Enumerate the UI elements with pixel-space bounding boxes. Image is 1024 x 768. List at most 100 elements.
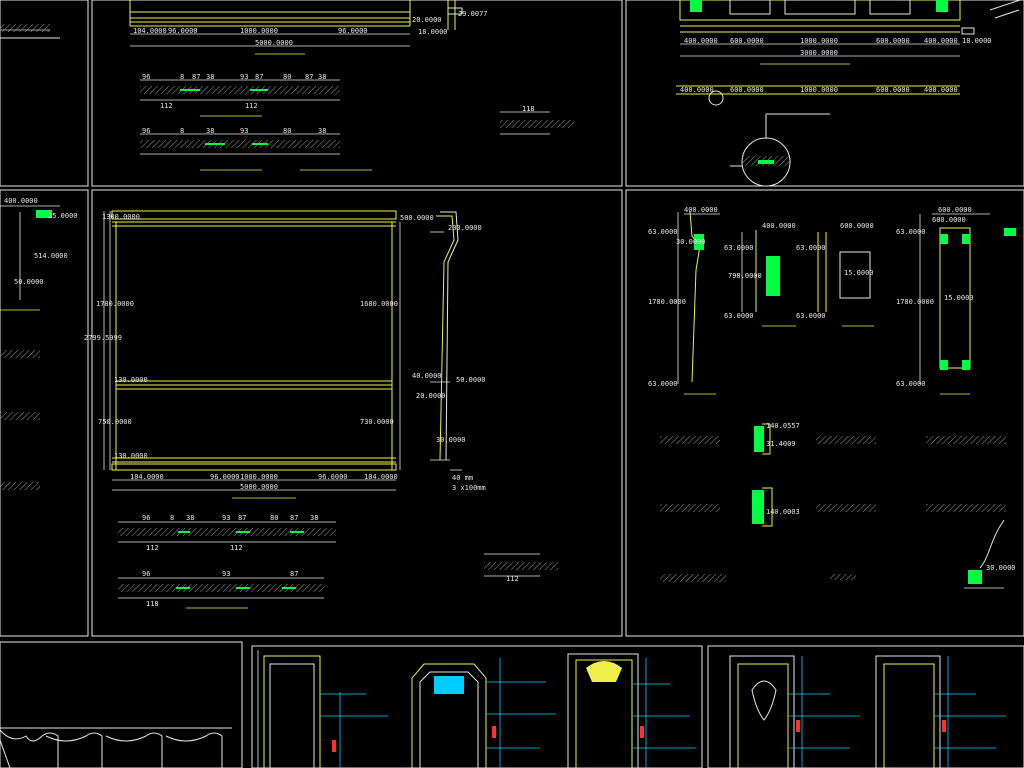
dim-tr-b3: 600.0000 (876, 86, 910, 94)
dim-c-r-730: 730.0000 (360, 418, 394, 426)
dim-tc-r1: 18.0000 (418, 28, 448, 36)
detail-width: 118 (522, 105, 535, 113)
dim-tr-0: 400.0000 (684, 37, 718, 45)
dim-r-m6: 1780.0000 (648, 298, 686, 306)
prof-label-2: 87 (192, 73, 200, 81)
frame-bottom-left (0, 641, 243, 768)
prof-label-7b: 80 (283, 127, 291, 135)
dim-c-total: 2799.5999 (84, 334, 122, 342)
note-line-1: 3 x100mm (452, 484, 486, 492)
dim-c-s1: 40.0000 (412, 372, 442, 380)
top-center-dim-text: 104.0000 96.0000 1000.0000 96.0000 5000.… (133, 10, 488, 47)
prof-label-7: 80 (283, 73, 291, 81)
dim-c-750: 750.0000 (98, 418, 132, 426)
prof-label-4: 93 (240, 73, 248, 81)
prof-label-9: 38 (318, 73, 326, 81)
dim-tc-2: 1000.0000 (240, 27, 278, 35)
dim-tr-1: 600.0000 (730, 37, 764, 45)
prof-label-1b: 8 (180, 127, 184, 135)
node-dim-1: 31.4009 (766, 440, 796, 448)
dim-tr-overall: 3000.0000 (800, 49, 838, 57)
dim-c-s0: 200.0000 (448, 224, 482, 232)
dim-r-m1: 30.0000 (676, 238, 706, 246)
dim-c-b0: 104.0000 (130, 473, 164, 481)
dim-r-0: 400.0000 (684, 206, 718, 214)
dim-r-m12: 63.0000 (896, 380, 926, 388)
cprof-7: 80 (270, 514, 278, 522)
cprof-8b: 87 (290, 570, 298, 578)
prof-width-1: 112 (245, 102, 258, 110)
dim-c-top: 1300.0000 (102, 213, 140, 221)
dim-tr-b0: 400.0000 (680, 86, 714, 94)
dim-r-m7: 63.0000 (796, 244, 826, 252)
dim-r-m13: 63.0000 (648, 380, 678, 388)
cprof-8: 87 (290, 514, 298, 522)
cprof-w3: 112 (506, 575, 519, 583)
frame-center (91, 189, 623, 637)
dim-r-m8: 63.0000 (796, 312, 826, 320)
frame-top-left (0, 0, 89, 187)
dim-r-4: 600.0000 (932, 216, 966, 224)
dim-tc-r0: 20.0000 (412, 16, 442, 24)
center-profile-text: 96 8 38 93 87 80 87 38 112 112 96 93 87 … (142, 514, 519, 608)
dim-c-b4: 104.0000 (364, 473, 398, 481)
cprof-w1: 112 (230, 544, 243, 552)
dim-c-overall: 5000.0000 (240, 483, 278, 491)
dim-c-130b: 130.0000 (114, 452, 148, 460)
dim-r-m11: 1780.0000 (896, 298, 934, 306)
dim-tr-2: 1000.0000 (800, 37, 838, 45)
left-panel-text: 400.0000 25.0000 514.0000 50.0000 (4, 197, 78, 286)
dim-r-m0: 63.0000 (648, 228, 678, 236)
dim-tr-b2: 1000.0000 (800, 86, 838, 94)
note-line-0: 40 mm (452, 474, 473, 482)
dim-c-b1: 96.0000 (210, 473, 240, 481)
dim-c-r-500: 500.0000 (400, 214, 434, 222)
dim-tc-r2: 29.0077 (458, 10, 488, 18)
cprof-3: 38 (186, 514, 194, 522)
dim-tc-3: 96.0000 (338, 27, 368, 35)
frame-top-right (625, 0, 1024, 187)
center-profiles (118, 521, 558, 609)
dim-r-m5: 15.0000 (844, 269, 874, 277)
node-dim-0: 140.0557 (766, 422, 800, 430)
frame-right (625, 189, 1024, 637)
prof-label-0: 96 (142, 73, 150, 81)
dim-tc-1: 96.0000 (168, 27, 198, 35)
cprof-0b: 96 (142, 570, 150, 578)
frame-bottom-center (251, 645, 703, 768)
dim-r-m9: 63.0000 (896, 228, 926, 236)
dim-c-1780: 1780.0000 (96, 300, 134, 308)
bottom-left-drapes (0, 727, 232, 768)
dim-c-s2: 50.0000 (456, 376, 486, 384)
dim-r-m4: 63.0000 (724, 312, 754, 320)
dim-r-m2: 63.0000 (724, 244, 754, 252)
cprof-9: 38 (310, 514, 318, 522)
prof-label-4b: 93 (240, 127, 248, 135)
right-panel-text: 400.0000 400.0000 600.0000 600.0000 600.… (648, 206, 1016, 572)
dim-left-1: 25.0000 (48, 212, 78, 220)
top-center-elevation (129, 0, 463, 47)
prof-label-0b: 96 (142, 127, 150, 135)
cprof-w2: 118 (146, 600, 159, 608)
center-dim-text: 1300.0000 1780.0000 2799.5999 130.0000 7… (84, 213, 486, 492)
cprof-0: 96 (142, 514, 150, 522)
dim-r-3: 600.0000 (938, 206, 972, 214)
top-right-elevation (676, 0, 1021, 187)
cprof-4: 93 (222, 514, 230, 522)
dim-c-b2: 1000.0000 (240, 473, 278, 481)
dim-c-130a: 130.0000 (114, 376, 148, 384)
dim-left-3: 50.0000 (14, 278, 44, 286)
cprof-1: 8 (170, 514, 174, 522)
prof-label-5: 87 (255, 73, 263, 81)
node-dim-2: 140.0003 (766, 508, 800, 516)
dim-r-1: 400.0000 (762, 222, 796, 230)
dim-tr-b4: 400.0000 (924, 86, 958, 94)
dim-r-m10: 15.0000 (944, 294, 974, 302)
frame-bottom-right (707, 645, 1024, 768)
prof-label-1: 8 (180, 73, 184, 81)
dim-tr-4: 400.0000 (924, 37, 958, 45)
prof-label-3b: 38 (206, 127, 214, 135)
dim-tc-overall: 5000.0000 (255, 39, 293, 47)
dim-tr-r0: 18.0000 (962, 37, 992, 45)
right-panel-details (660, 211, 1016, 589)
